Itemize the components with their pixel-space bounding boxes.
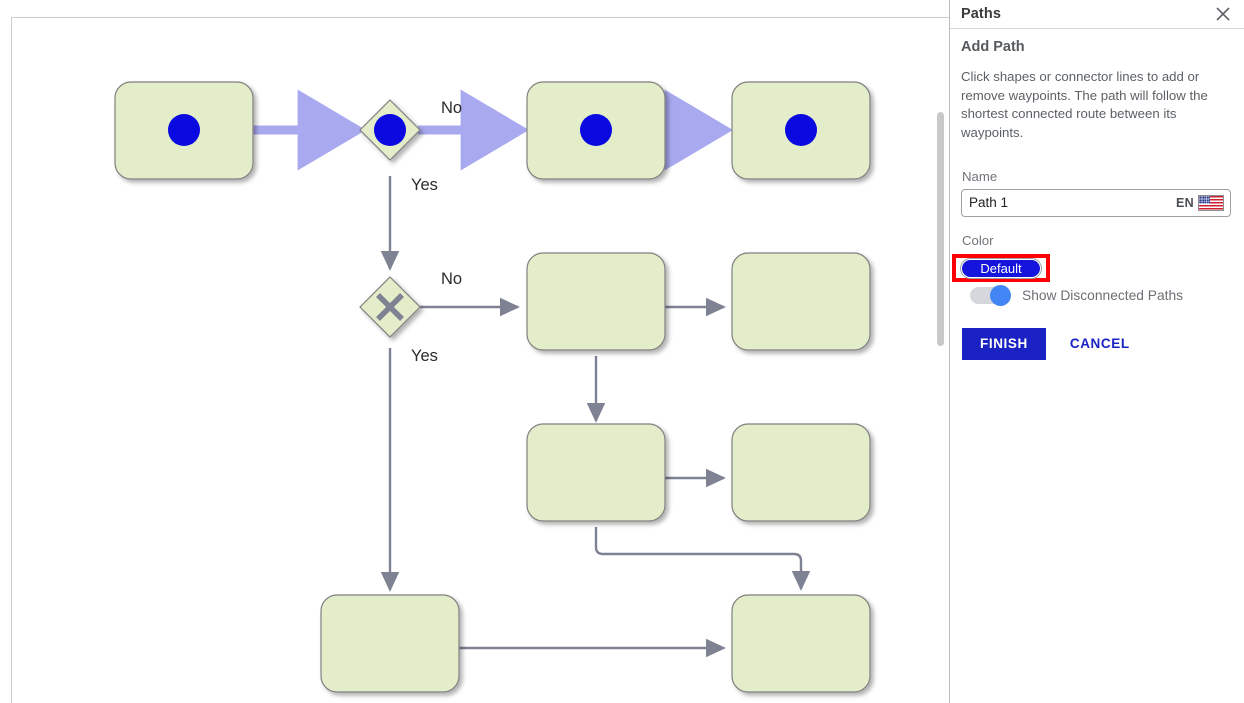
waypoint-marker[interactable] bbox=[168, 114, 200, 146]
waypoint-marker[interactable] bbox=[374, 114, 406, 146]
finish-button[interactable]: FINISH bbox=[962, 327, 1046, 360]
cancel-button[interactable]: CANCEL bbox=[1060, 328, 1140, 360]
connectors-gray[interactable] bbox=[380, 176, 811, 658]
decision-2[interactable] bbox=[359, 276, 421, 338]
panel-title: Paths bbox=[961, 6, 1001, 22]
language-code-label: EN bbox=[1176, 195, 1194, 210]
show-disconnected-paths-toggle[interactable] bbox=[970, 284, 1011, 306]
process-box-8[interactable] bbox=[320, 594, 460, 693]
flowchart[interactable]: No Yes No Yes bbox=[12, 18, 950, 703]
edge-label-no-1: No bbox=[441, 99, 462, 117]
diagram-page[interactable]: No Yes No Yes bbox=[11, 17, 949, 703]
shape-nodes[interactable] bbox=[114, 81, 871, 693]
scrollbar-thumb[interactable] bbox=[937, 112, 944, 346]
add-path-heading: Add Path bbox=[961, 39, 1025, 55]
process-box-6[interactable] bbox=[526, 423, 666, 522]
paths-side-panel: Paths Add Path Click shapes or connector… bbox=[950, 0, 1244, 703]
panel-divider bbox=[949, 0, 950, 703]
process-box-1[interactable] bbox=[114, 81, 254, 180]
cross-icon bbox=[376, 293, 404, 321]
color-default-chip[interactable]: Default bbox=[961, 259, 1041, 278]
canvas-vertical-scrollbar[interactable] bbox=[936, 8, 945, 698]
process-box-5[interactable] bbox=[731, 252, 871, 351]
panel-header: Paths bbox=[950, 0, 1244, 29]
connector-box6-box9[interactable] bbox=[594, 527, 811, 591]
edge-label-no-2: No bbox=[441, 270, 462, 288]
show-disconnected-paths-label: Show Disconnected Paths bbox=[1022, 287, 1184, 303]
name-field-label: Name bbox=[962, 168, 998, 184]
edge-label-yes-2: Yes bbox=[411, 347, 438, 365]
waypoint-marker[interactable] bbox=[580, 114, 612, 146]
diagram-canvas[interactable]: No Yes No Yes bbox=[0, 0, 950, 703]
process-box-7[interactable] bbox=[731, 423, 871, 522]
path-name-input[interactable] bbox=[969, 189, 1177, 216]
process-box-2[interactable] bbox=[526, 81, 666, 180]
close-icon[interactable] bbox=[1214, 5, 1232, 23]
connector-labels: No Yes No Yes bbox=[411, 99, 462, 365]
show-disconnected-paths-row[interactable]: Show Disconnected Paths bbox=[970, 284, 1233, 306]
decision-1[interactable] bbox=[359, 99, 421, 161]
add-path-description: Click shapes or connector lines to add o… bbox=[961, 69, 1208, 141]
waypoint-marker[interactable] bbox=[785, 114, 817, 146]
color-field-label: Color bbox=[962, 232, 994, 248]
panel-body: Add Path Click shapes or connector lines… bbox=[950, 29, 1244, 360]
process-box-9[interactable] bbox=[731, 594, 871, 693]
process-box-3[interactable] bbox=[731, 81, 871, 180]
panel-actions: FINISH CANCEL bbox=[962, 327, 1233, 360]
edge-label-yes-1: Yes bbox=[411, 176, 438, 194]
toggle-knob bbox=[990, 284, 1011, 306]
name-field-row[interactable]: EN bbox=[961, 188, 1231, 217]
us-flag-icon bbox=[1198, 194, 1224, 211]
process-box-4[interactable] bbox=[526, 252, 666, 351]
